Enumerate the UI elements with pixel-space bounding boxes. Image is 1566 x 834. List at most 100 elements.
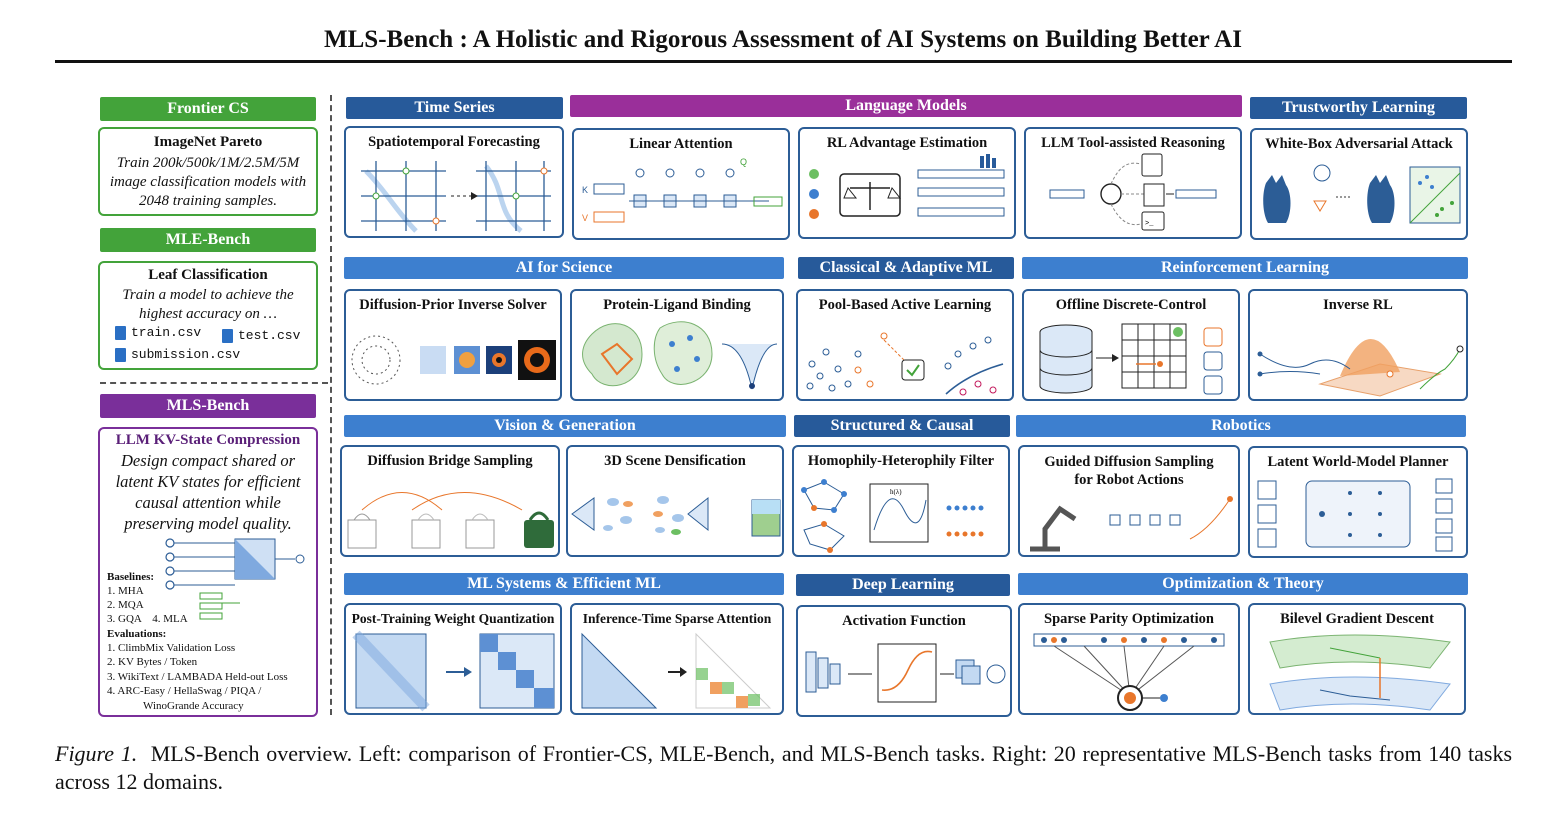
mls-task-desc: Design compact shared or latent KV state…	[115, 451, 301, 533]
domain-classical-adaptive-ml: Classical & Adaptive ML	[798, 257, 1014, 279]
card-offline-control: Offline Discrete-Control	[1022, 289, 1240, 401]
domain-optimization-theory: Optimization & Theory	[1018, 573, 1468, 595]
baseline-2: 2. MQA	[107, 599, 144, 611]
file-test: test.csv	[222, 328, 300, 343]
prompt-label: >_	[1145, 220, 1154, 228]
card-active-learning: Pool-Based Active Learning	[796, 289, 1014, 401]
domain-language-models: Language Models	[570, 95, 1242, 117]
handbag-bridge-icon	[347, 492, 554, 549]
task-title: Activation Function	[842, 613, 966, 629]
task-title: 3D Scene Densification	[604, 453, 746, 469]
card-guided-diffusion: Guided Diffusion Sampling for Robot Acti…	[1018, 445, 1240, 557]
card-diffusion-bridge: Diffusion Bridge Sampling	[340, 445, 560, 557]
file-name: test.csv	[238, 328, 301, 343]
reward-landscape-icon	[1257, 338, 1464, 397]
card-protein-ligand: Protein-Ligand Binding	[570, 289, 784, 401]
domain-time-series: Time Series	[346, 97, 563, 119]
protein-binding-icon	[582, 321, 778, 390]
file-name: train.csv	[131, 325, 202, 340]
task-title-line-2: for Robot Actions	[1074, 472, 1184, 488]
kv-compression-icon	[165, 538, 305, 620]
domain-deep-learning: Deep Learning	[796, 574, 1010, 596]
v-label: V	[582, 213, 588, 223]
task-title: Diffusion-Prior Inverse Solver	[359, 297, 547, 313]
file-submission: submission.csv	[115, 347, 240, 362]
file-train: train.csv	[115, 325, 201, 340]
card-inverse-rl: Inverse RL	[1248, 289, 1468, 401]
task-title: RL Advantage Estimation	[826, 135, 988, 151]
evaluations-label: Evaluations:	[107, 628, 167, 640]
mle-bench-header: MLE-Bench	[100, 228, 316, 252]
card-whitebox: White-Box Adversarial Attack	[1250, 128, 1468, 240]
card-scene-densification: 3D Scene Densification	[566, 445, 784, 557]
card-spatiotemporal: Spatiotemporal Forecasting	[344, 126, 564, 238]
evaluation-2: 2. KV Bytes / Token	[107, 656, 198, 668]
tool-reasoning-icon: >_	[1049, 153, 1217, 231]
task-title: Latent World-Model Planner	[1267, 454, 1449, 470]
offline-control-icon	[1039, 323, 1223, 395]
mls-bench-header: MLS-Bench	[100, 394, 316, 418]
world-model-icon	[1257, 478, 1453, 552]
domain-robotics: Robotics	[1016, 415, 1466, 437]
bilevel-surface-icon	[1269, 634, 1451, 711]
task-title: Spatiotemporal Forecasting	[368, 134, 540, 150]
h-lambda-label: h(λ)	[890, 488, 902, 496]
evaluation-4-cont: WinoGrande Accuracy	[143, 700, 244, 712]
baselines-label: Baselines:	[107, 571, 155, 583]
evaluation-4: 4. ARC-Easy / HellaSwag / PIQA /	[107, 685, 262, 697]
caption-text: MLS-Bench overview. Left: comparison of …	[55, 741, 1513, 794]
active-learning-icon	[806, 332, 1004, 396]
task-title: Pool-Based Active Learning	[818, 297, 992, 313]
task-title: Offline Discrete-Control	[1055, 297, 1207, 313]
linear-attention-icon: K V Q	[582, 157, 783, 223]
graph-filter-icon: h(λ)	[801, 479, 984, 553]
scale-balance-icon	[809, 154, 1005, 219]
card-rl-advantage: RL Advantage Estimation	[798, 127, 1016, 239]
task-title: Inference-Time Sparse Attention	[582, 611, 772, 626]
task-title: Protein-Ligand Binding	[603, 297, 751, 313]
frontier-cs-task-desc: Train 200k/500k/1M/2.5M/5M image classif…	[109, 155, 307, 209]
inverse-solver-icon	[351, 335, 556, 385]
quantization-icon	[352, 630, 555, 712]
task-title: Diffusion Bridge Sampling	[367, 453, 533, 469]
card-activation: Activation Function	[796, 605, 1012, 717]
gaussian-splat-icon	[571, 496, 781, 537]
card-sparse-parity: Sparse Parity Optimization	[1018, 603, 1240, 715]
activation-function-icon	[805, 643, 1006, 703]
card-diffusion-prior: Diffusion-Prior Inverse Solver	[344, 289, 562, 401]
card-world-model: Latent World-Model Planner	[1248, 446, 1468, 558]
mle-task-desc: Train a model to achieve the highest acc…	[122, 287, 294, 322]
task-title: Inverse RL	[1323, 297, 1393, 313]
baseline-1: 1. MHA	[107, 585, 144, 597]
task-title: LLM Tool-assisted Reasoning	[1041, 135, 1225, 151]
card-linear-attention: Linear Attention K V Q	[572, 128, 790, 240]
adversarial-cat-icon	[1263, 164, 1461, 224]
task-title: Sparse Parity Optimization	[1044, 611, 1214, 627]
parity-tree-icon	[1033, 633, 1225, 711]
task-title-line-1: Guided Diffusion Sampling	[1044, 454, 1214, 470]
domain-ml-systems: ML Systems & Efficient ML	[344, 573, 784, 595]
file-icon	[222, 328, 233, 343]
mle-task-title: Leaf Classification	[148, 267, 268, 283]
domain-structured-causal: Structured & Causal	[794, 415, 1010, 437]
grid-forecast-icon	[361, 161, 551, 233]
card-sparse-attention: Inference-Time Sparse Attention	[570, 603, 784, 715]
evaluation-3: 3. WikiText / LAMBADA Held-out Loss	[107, 671, 288, 683]
task-title: Bilevel Gradient Descent	[1280, 611, 1434, 627]
card-quantization: Post-Training Weight Quantization	[344, 603, 562, 715]
card-homophily: Homophily-Heterophily Filter h(λ)	[792, 445, 1010, 557]
domain-vision-generation: Vision & Generation	[344, 415, 786, 437]
figure-title: MLS-Bench : A Holistic and Rigorous Asse…	[324, 26, 1242, 53]
task-title: Post-Training Weight Quantization	[351, 611, 555, 626]
frontier-cs-header: Frontier CS	[100, 97, 316, 121]
robot-arm-icon	[1030, 496, 1233, 552]
evaluation-1: 1. ClimbMix Validation Loss	[107, 642, 236, 654]
file-icon	[115, 325, 126, 340]
title-rule	[55, 60, 1512, 63]
baseline-3: 3. GQA 4. MLA	[107, 613, 188, 625]
task-title: Linear Attention	[629, 136, 733, 152]
k-label: K	[582, 185, 588, 195]
q-label: Q	[740, 157, 747, 167]
domain-reinforcement-learning: Reinforcement Learning	[1022, 257, 1468, 279]
task-title: Homophily-Heterophily Filter	[807, 453, 995, 469]
